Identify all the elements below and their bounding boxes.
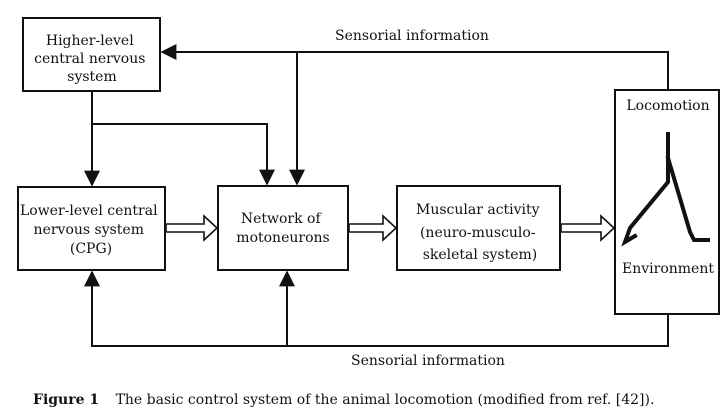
figure-caption: Figure 1 The basic control system of the… bbox=[33, 392, 654, 408]
network-of-motoneurons-label: Network of motoneurons bbox=[236, 211, 329, 246]
figure-caption-text: The basic control system of the animal l… bbox=[116, 392, 655, 408]
figure-label: Figure 1 bbox=[33, 392, 99, 408]
sensorial-info-bottom-label: Sensorial information bbox=[351, 353, 505, 369]
stick-figure-icon bbox=[621, 132, 710, 247]
muscular-activity-label: Muscular activity (neuro-musculo- skelet… bbox=[416, 202, 544, 263]
sensorial-info-top-label: Sensorial information bbox=[335, 28, 489, 44]
hollow-arrow-muscular-to-locomotion bbox=[560, 214, 616, 242]
hollow-arrow-lower-to-network bbox=[165, 214, 219, 242]
environment-label: Environment bbox=[622, 261, 714, 277]
lower-level-cns-box bbox=[17, 186, 166, 271]
lower-level-cns-label: Lower-level central nervous system (CPG) bbox=[20, 203, 162, 257]
locomotion-label: Locomotion bbox=[626, 98, 709, 114]
higher-level-cns-label: Higher-level central nervous system bbox=[34, 33, 150, 85]
sensorial-feedback-top bbox=[160, 44, 669, 186]
locomotion-environment-box bbox=[614, 89, 720, 315]
sensorial-feedback-bottom bbox=[84, 270, 669, 347]
network-of-motoneurons-box bbox=[217, 185, 349, 271]
higher-to-lower-connections bbox=[84, 91, 275, 187]
hollow-arrow-network-to-muscular bbox=[348, 214, 398, 242]
hollow-arrows bbox=[165, 214, 616, 242]
